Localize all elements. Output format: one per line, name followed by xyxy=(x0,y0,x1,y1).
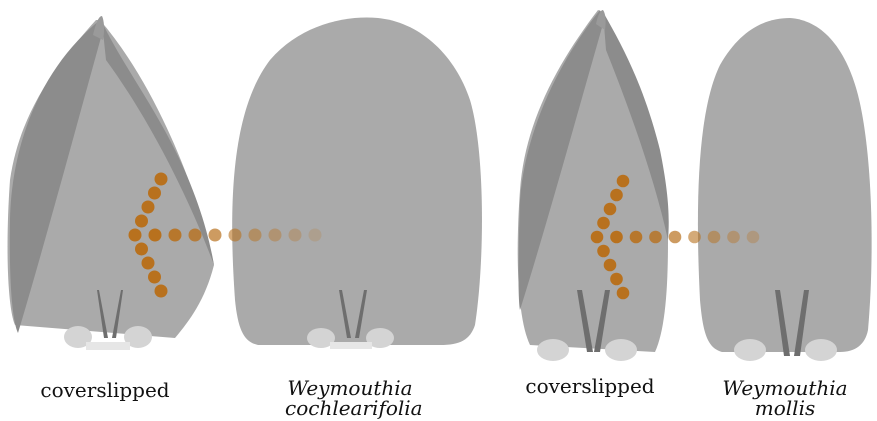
basal-band xyxy=(86,342,130,350)
arrow-dot xyxy=(610,273,623,286)
species-name-line2: mollis xyxy=(720,398,850,418)
species-name-line1: Weymouthia xyxy=(720,378,850,398)
arrow-dot xyxy=(129,229,142,242)
arrow-dot xyxy=(289,229,302,242)
arrow-dot xyxy=(610,189,623,202)
arrow-dot xyxy=(610,231,623,244)
arrow-dot xyxy=(688,231,701,244)
alar-cell xyxy=(537,339,569,361)
arrow-dot xyxy=(708,231,721,244)
basal-band xyxy=(330,342,372,349)
coverslipped-leaf-1 xyxy=(8,16,214,338)
arrow-dot xyxy=(617,287,630,300)
arrow-dot xyxy=(604,259,617,272)
arrow-dot xyxy=(249,229,262,242)
species-name-line2: cochlearifolia xyxy=(285,398,415,418)
caption-species-1: Weymouthia cochlearifolia xyxy=(285,378,415,418)
arrow-dot xyxy=(309,229,322,242)
arrow-dot xyxy=(591,231,604,244)
caption-species-2: Weymouthia mollis xyxy=(720,378,850,418)
arrow-dot xyxy=(617,175,630,188)
arrow-dot xyxy=(142,257,155,270)
arrow-dot xyxy=(135,243,148,256)
alar-cell xyxy=(605,339,637,361)
arrow-dot xyxy=(229,229,242,242)
arrow-dot xyxy=(604,203,617,216)
arrow-dot xyxy=(149,229,162,242)
arrow-dot xyxy=(189,229,202,242)
arrow-dot xyxy=(630,231,643,244)
arrow-dot xyxy=(597,245,610,258)
arrow-dot xyxy=(148,187,161,200)
alar-cell xyxy=(734,339,766,361)
arrow-dot xyxy=(727,231,740,244)
coverslipped-leaf-2 xyxy=(518,10,669,352)
mollis-leaf xyxy=(698,18,872,352)
caption-coverslipped-2: coverslipped xyxy=(515,376,665,396)
arrow-dot xyxy=(209,229,222,242)
arrow-dot xyxy=(649,231,662,244)
leaf-body xyxy=(232,17,482,345)
arrow-dot xyxy=(269,229,282,242)
alar-cell xyxy=(805,339,837,361)
cochlearifolia-leaf xyxy=(232,17,482,345)
arrow-dot xyxy=(155,285,168,298)
arrow-dot xyxy=(155,173,168,186)
arrow-dot xyxy=(142,201,155,214)
leaf-body xyxy=(698,18,872,352)
arrow-dot xyxy=(169,229,182,242)
caption-coverslipped-1: coverslipped xyxy=(30,380,180,400)
species-name-line1: Weymouthia xyxy=(285,378,415,398)
arrow-dot xyxy=(135,215,148,228)
arrow-dot xyxy=(747,231,760,244)
arrow-dot xyxy=(669,231,682,244)
arrow-dot xyxy=(597,217,610,230)
arrow-dot xyxy=(148,271,161,284)
